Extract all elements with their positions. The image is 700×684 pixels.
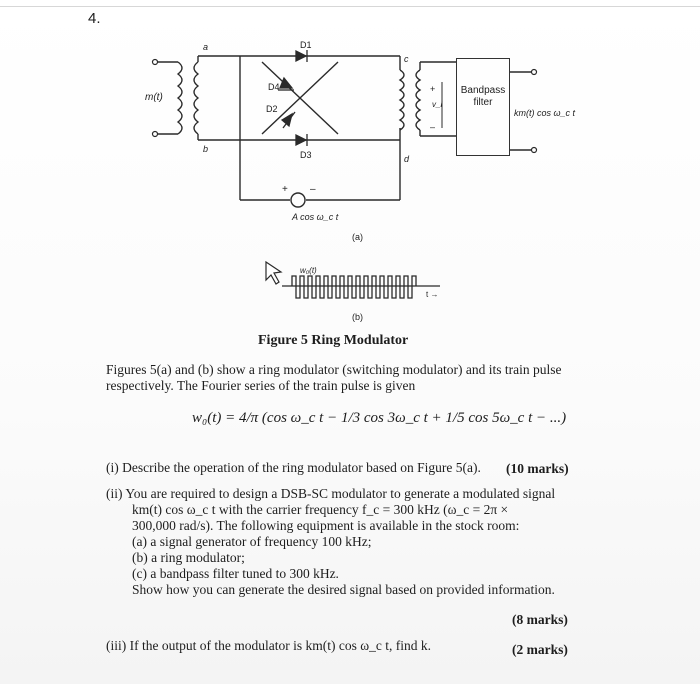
intro-line-2: respectively. The Fourier series of the …: [106, 378, 416, 393]
question-i: (i) Describe the operation of the ring m…: [106, 460, 481, 475]
question-ii-line-4: Show how you can generate the desired si…: [132, 582, 555, 597]
input-signal-label: m(t): [145, 92, 163, 103]
output-transformer-secondary: [415, 69, 422, 131]
question-ii-item-c: (c) a bandpass filter tuned to 300 kHz.: [132, 566, 339, 581]
cursor-arrow-icon: [265, 260, 283, 285]
question-number: 4.: [88, 10, 101, 27]
output-transformer-primary: [398, 69, 405, 131]
question-ii: (ii) You are required to design a DSB-SC…: [106, 486, 586, 598]
figure-caption: Figure 5 Ring Modulator: [258, 333, 409, 348]
output-minus-sign: –: [430, 122, 436, 132]
question-ii-line-2: km(t) cos ω_c t with the carrier frequen…: [132, 502, 509, 517]
diode-d3-icon: [295, 133, 308, 147]
question-iii-marks: (2 marks): [512, 642, 568, 657]
figure-b-sublabel: (b): [352, 312, 363, 322]
diode-d1-icon: [295, 49, 308, 63]
diode-d1-label: D1: [300, 40, 312, 50]
input-transformer-secondary: [193, 61, 200, 135]
diode-d2-icon: [280, 112, 294, 128]
vi-label: v_i: [432, 100, 443, 109]
question-i-marks: (10 marks): [506, 461, 569, 476]
input-transformer-primary: [176, 61, 183, 135]
diode-d4-icon: [279, 76, 294, 89]
node-a-label: a: [203, 42, 209, 52]
bandpass-filter-label-line1: Bandpass: [460, 85, 506, 96]
figure-a-sublabel: (a): [352, 232, 363, 242]
carrier-source-label: A cos ω_c t: [292, 212, 339, 222]
pulse-train-waveform: [265, 260, 440, 299]
diode-d3-label: D3: [300, 150, 312, 160]
question-ii-line-3: 300,000 rad/s). The following equipment …: [132, 518, 520, 533]
output-plus-sign: +: [430, 84, 436, 94]
bandpass-filter-block: Bandpass filter: [456, 58, 510, 156]
carrier-minus-sign: –: [310, 184, 316, 195]
node-b-label: b: [203, 144, 209, 154]
diode-d4-label: D4: [268, 82, 280, 92]
carrier-source-symbol: [290, 192, 306, 208]
question-ii-marks: (8 marks): [512, 612, 568, 627]
question-ii-line-1: (ii) You are required to design a DSB-SC…: [106, 486, 556, 501]
ring-modulator-circuit-diagram: [151, 49, 538, 299]
diode-d2-label: D2: [266, 104, 278, 114]
fourier-series-equation: w₀(t) = 4/π (cos ω_c t − 1/3 cos 3ω_c t …: [192, 410, 567, 426]
page-top-edge: [0, 0, 700, 7]
question-iii: (iii) If the output of the modulator is …: [106, 638, 431, 653]
question-ii-item-a: (a) a signal generator of frequency 100 …: [132, 534, 372, 549]
carrier-plus-sign: +: [282, 184, 288, 195]
question-ii-item-b: (b) a ring modulator;: [132, 550, 245, 565]
node-d-label: d: [404, 154, 410, 164]
bandpass-filter-label-line2: filter: [473, 97, 493, 108]
intro-line-1: Figures 5(a) and (b) show a ring modulat…: [106, 362, 562, 377]
node-c-label: c: [404, 54, 409, 64]
intro-paragraph: Figures 5(a) and (b) show a ring modulat…: [106, 362, 586, 394]
pulse-train-label: w₀(t): [300, 266, 317, 275]
output-signal-label: km(t) cos ω_c t: [514, 108, 576, 118]
time-axis-label: t →: [426, 290, 439, 299]
